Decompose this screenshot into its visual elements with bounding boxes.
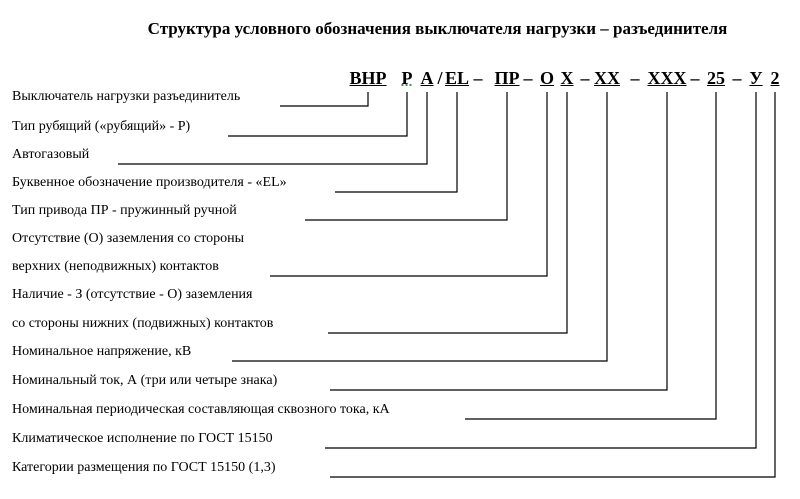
code-segment: 25 [707, 68, 725, 88]
leader-line [325, 92, 757, 449]
leader-line [270, 92, 548, 277]
label-item: Автогазовый [12, 147, 90, 162]
leader-line [330, 92, 668, 391]
label-item: Номинальный ток, А (три или четыре знака… [12, 373, 278, 388]
code-segment: ХХ [594, 68, 620, 88]
page-title: Структура условного обозначения выключат… [147, 19, 728, 38]
label-item: Тип рубящий («рубящий» - Р) [12, 119, 191, 134]
label-item: Тип привода ПР - пружинный ручной [12, 203, 237, 218]
leader-line [328, 92, 568, 334]
leader-line [465, 92, 717, 420]
label-item: Выключатель нагрузки разъединитель [12, 89, 241, 104]
code-segment: EL [444, 68, 470, 88]
code-separator: – [630, 68, 640, 88]
code-segment: ХХХ [647, 68, 687, 88]
code-segment: О [539, 68, 555, 88]
code-segment: Х [560, 68, 574, 88]
label-item: Климатическое исполнение по ГОСТ 15150 [12, 431, 273, 446]
code-segment: 2 [770, 68, 780, 88]
code-separator: – [732, 68, 742, 88]
leader-line [305, 92, 508, 221]
leader-line [280, 92, 369, 107]
code-segment: У [749, 68, 763, 88]
code-segment: А [420, 68, 434, 88]
label-item: Буквенное обозначение производителя - «E… [12, 175, 287, 190]
code-separator: – [580, 68, 590, 88]
leader-line [232, 92, 608, 362]
code-separator: – [523, 68, 533, 88]
code-segment: Р [401, 68, 413, 88]
code-separator: – [690, 68, 700, 88]
code-separator: – [473, 68, 483, 88]
label-item: Категории размещения по ГОСТ 15150 (1,3) [12, 460, 276, 475]
leader-line [228, 92, 408, 137]
label-item: Номинальная периодическая составляющая с… [12, 402, 390, 417]
label-item: верхних (неподвижных) контактов [12, 259, 219, 274]
leader-line [118, 92, 428, 165]
label-item: Наличие - З (отсутствие - О) заземления [12, 287, 253, 302]
leader-line [330, 92, 776, 478]
label-item: Отсутствие (О) заземления со стороны [12, 231, 245, 246]
code-segment: ВНР [349, 68, 387, 88]
label-item: Номинальное напряжение, кВ [12, 344, 192, 359]
leader-line [335, 92, 458, 193]
code-separator: / [437, 68, 443, 88]
label-item: со стороны нижних (подвижных) контактов [12, 316, 274, 331]
code-segment: ПР [494, 68, 520, 88]
